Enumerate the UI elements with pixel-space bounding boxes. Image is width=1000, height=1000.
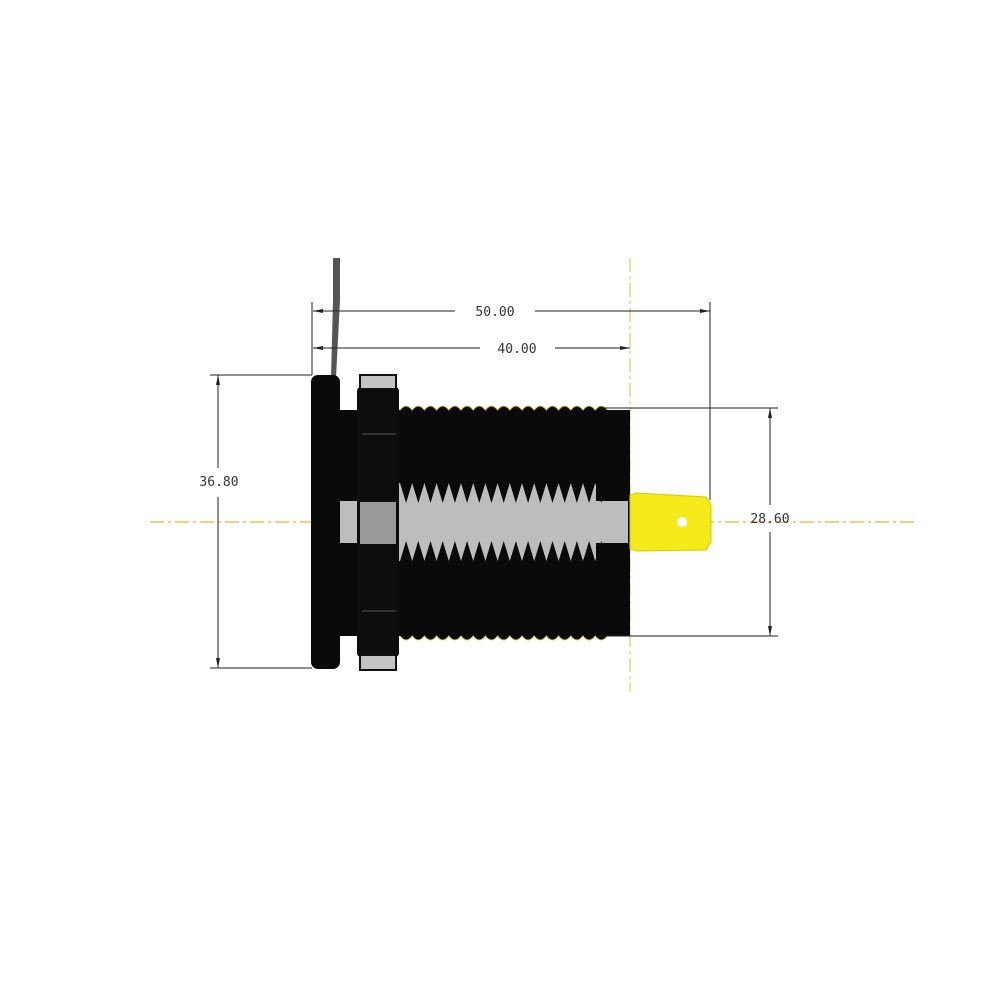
body-shoulder	[340, 543, 358, 561]
thread-crest-bottom	[399, 635, 608, 641]
terminal-hole	[677, 517, 687, 527]
thread-teeth-lower	[400, 541, 608, 561]
dimension-lines	[210, 302, 778, 669]
nut-cap-bottom	[359, 654, 397, 671]
dimension-body-length: 40.00	[497, 342, 536, 357]
mounting-panel	[331, 258, 340, 378]
body-rear	[596, 543, 630, 561]
body-rear	[596, 483, 630, 501]
spade-terminal	[629, 492, 712, 552]
dimension-thread-diameter: 28.60	[750, 512, 789, 527]
flange	[311, 375, 340, 669]
nut-highlight	[360, 502, 396, 544]
dimension-arrows	[216, 309, 772, 668]
nut-cap-top	[359, 374, 397, 390]
thread-teeth-upper	[400, 483, 608, 503]
dimension-flange-diameter: 36.80	[199, 475, 238, 490]
body-shoulder	[340, 483, 358, 501]
thread-crest-top	[399, 405, 608, 411]
dimension-overall-length: 50.00	[475, 305, 514, 320]
